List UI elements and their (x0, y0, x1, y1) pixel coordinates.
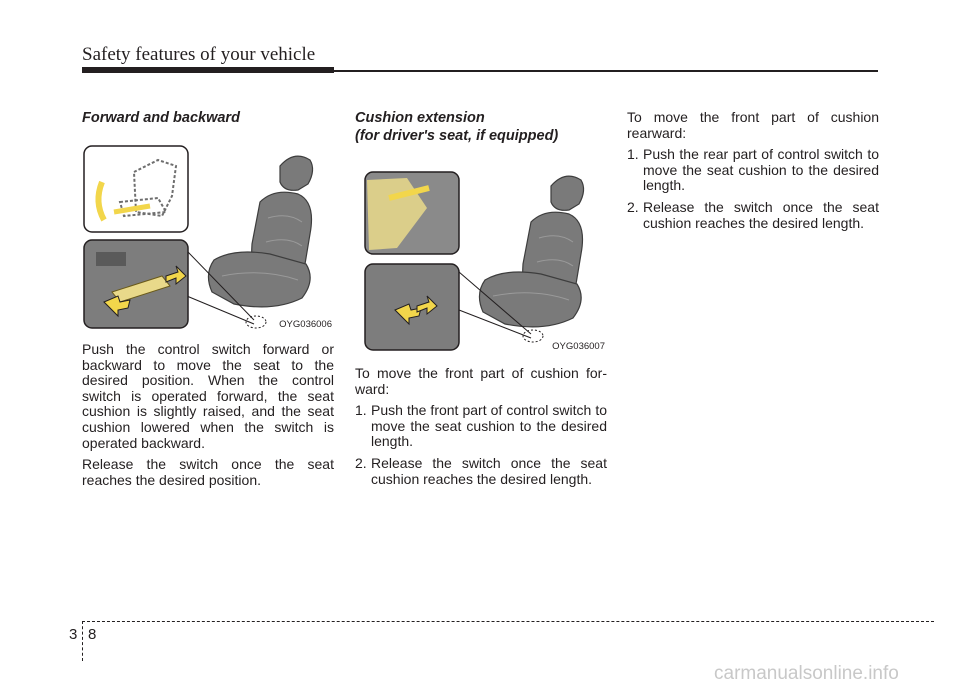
section-heading-cushion-sub: (for driver's seat, if equipped) (355, 128, 559, 144)
watermark: carmanualsonline.info (714, 663, 899, 684)
footer-rule (82, 621, 934, 622)
header-rule-accent (82, 67, 334, 73)
footer-divider (82, 621, 83, 661)
paragraph-forward-1: Push the control switch forward or backw… (82, 341, 334, 451)
column-cushion-rearward: To move the front part of cushion rearwa… (627, 108, 879, 237)
list-item: 2.Release the switch once the seat cushi… (355, 454, 607, 487)
figure-code: OYG036006 (279, 319, 332, 331)
seat-illustration (83, 145, 314, 329)
section-heading-cushion: Cushion extension (355, 110, 485, 126)
paragraph-rear-intro: To move the front part of cushion rearwa… (627, 109, 879, 141)
header-rule (82, 70, 878, 72)
figure-seat-forward-backward: OYG036006 (82, 142, 334, 334)
cushion-forward-steps: 1.Push the front part of control switch … (355, 402, 607, 487)
page-header-title: Safety features of your vehicle (82, 44, 316, 65)
page-number: 8 (88, 626, 97, 643)
cushion-rearward-steps: 1.Push the rear part of control switch t… (627, 146, 879, 231)
cushion-illustration (364, 171, 585, 351)
column-forward-backward: Forward and backward (82, 108, 334, 494)
section-heading-forward: Forward and backward (82, 110, 240, 126)
figure-code: OYG036007 (552, 341, 605, 353)
list-item: 2.Release the switch once the seat cushi… (627, 198, 879, 231)
page-section-number: 3 (69, 626, 78, 643)
column-cushion-extension: Cushion extension (for driver's seat, if… (355, 108, 607, 493)
list-item: 1.Push the rear part of control switch t… (627, 146, 879, 194)
paragraph-forward-2: Release the switch once the seat reaches… (82, 456, 334, 488)
figure-cushion-extension: OYG036007 (355, 160, 607, 356)
list-item: 1.Push the front part of control switch … (355, 402, 607, 450)
paragraph-cushion-intro: To move the front part of cushion for- w… (355, 365, 607, 397)
